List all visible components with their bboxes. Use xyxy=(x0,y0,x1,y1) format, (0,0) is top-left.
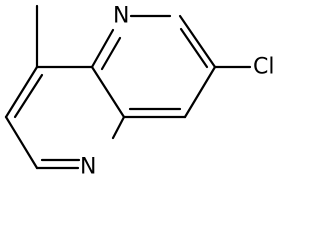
bond-c2-c3-inner xyxy=(179,27,209,69)
bond-c8a-n1 xyxy=(90,28,115,69)
chemical-structure: N N Cl xyxy=(4,4,274,180)
atom-label-n1: N xyxy=(113,4,129,29)
bond-c8a-n1-inner xyxy=(100,36,122,71)
atom-label-cl: Cl xyxy=(253,55,274,80)
bond-c6-c7 xyxy=(4,115,39,170)
bond-c4a-c8a xyxy=(90,65,126,119)
bond-c7-c8 xyxy=(4,65,39,119)
bond-c7-c8-inner xyxy=(13,73,44,119)
bond-c2-c3 xyxy=(178,14,217,69)
bond-c4a-n5 xyxy=(111,115,126,140)
bond-c3-c4 xyxy=(183,65,217,119)
atom-label-n5: N xyxy=(80,155,96,180)
